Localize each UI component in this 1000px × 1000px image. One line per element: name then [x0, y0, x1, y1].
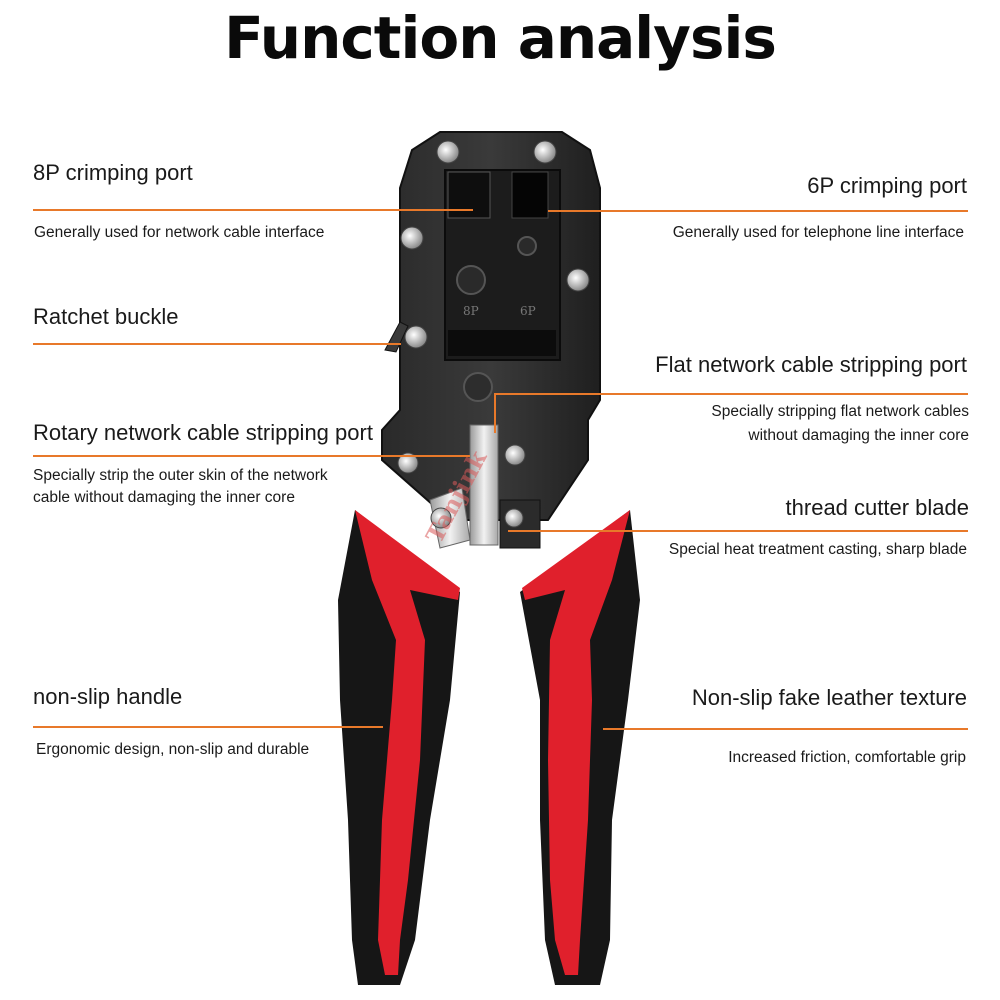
callout-8p-leader	[33, 209, 473, 211]
6p-crimp-slot	[511, 171, 549, 219]
callout-cutter-leader	[508, 530, 968, 532]
die-pin-large	[456, 265, 486, 295]
callout-flat-strip-leader	[494, 393, 968, 395]
page-title: Function analysis	[224, 4, 777, 72]
die-label-8p: 8P	[463, 304, 479, 318]
callout-ratchet-leader	[33, 343, 401, 345]
pivot-bolt	[463, 372, 493, 402]
callout-handle-heading: non-slip handle	[33, 684, 183, 709]
callout-8p-description: Generally used for network cable interfa…	[34, 224, 325, 241]
callout-6p-description: Generally used for telephone line interf…	[672, 224, 964, 241]
left-handle-red	[355, 510, 460, 975]
8p-crimp-slot	[447, 171, 491, 219]
right-handle-red	[522, 510, 630, 975]
callout-8p-heading: 8P crimping port	[33, 160, 193, 185]
callout-6p-heading: 6P crimping port	[807, 173, 967, 198]
callout-rotary-strip-description-2: cable without damaging the inner core	[33, 489, 295, 506]
die-pin-small	[517, 236, 537, 256]
callout-ratchet-heading: Ratchet buckle	[33, 304, 179, 329]
callout-rotary-strip-leader	[33, 455, 470, 457]
screws	[397, 140, 590, 529]
callout-cutter-heading: thread cutter blade	[785, 495, 969, 520]
die-label-6p: 6P	[520, 304, 536, 318]
callout-rotary-strip-description-1: Specially strip the outer skin of the ne…	[33, 467, 328, 484]
callout-flat-strip-description-2: without damaging the inner core	[748, 427, 969, 444]
callout-handle-description: Ergonomic design, non-slip and durable	[36, 741, 310, 758]
callout-cutter-description: Special heat treatment casting, sharp bl…	[668, 541, 967, 558]
callout-rotary-strip-heading: Rotary network cable stripping port	[33, 420, 373, 445]
callout-texture-description: Increased friction, comfortable grip	[728, 749, 966, 766]
callout-flat-strip-description-1: Specially stripping flat network cables	[711, 403, 969, 420]
callout-flat-strip-heading: Flat network cable stripping port	[655, 352, 967, 377]
callout-texture-heading: Non-slip fake leather texture	[691, 685, 967, 710]
callout-6p-leader	[548, 210, 968, 212]
die-gap	[448, 330, 556, 356]
callout-flat-strip-leader-drop	[494, 393, 496, 433]
stripping-blade	[469, 424, 499, 546]
callout-handle-leader	[33, 726, 383, 728]
callout-texture-leader	[603, 728, 968, 730]
